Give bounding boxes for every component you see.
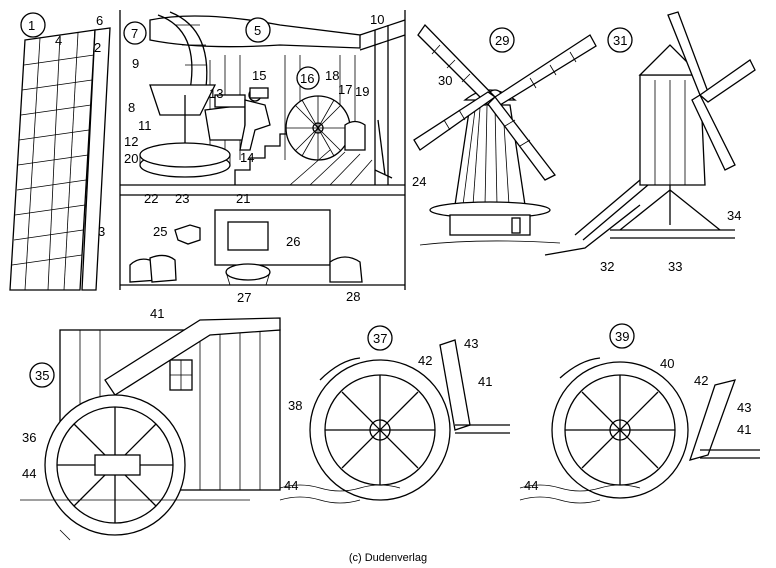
label-41c: 41 (737, 422, 751, 437)
label-42a: 42 (418, 353, 432, 368)
floor-items (344, 119, 393, 179)
label-14: 14 (240, 150, 254, 165)
floor-planks (289, 149, 373, 186)
label-41b: 41 (478, 374, 492, 389)
label-29: 29 (495, 33, 509, 48)
label-circle-16 (296, 66, 320, 90)
label-15: 15 (252, 68, 266, 83)
label-11: 11 (138, 118, 152, 133)
label-6: 6 (96, 13, 103, 28)
label-circle-1 (20, 12, 46, 38)
millstones (139, 142, 231, 178)
label-32: 32 (600, 259, 614, 274)
label-24: 24 (412, 174, 426, 189)
label-23: 23 (175, 191, 189, 206)
label-28: 28 (346, 289, 360, 304)
label-35: 35 (35, 368, 49, 383)
label-18: 18 (325, 68, 339, 83)
label-circle-37 (367, 325, 393, 351)
label-7: 7 (131, 26, 138, 41)
miller-figure (239, 87, 271, 151)
panel-tower-windmill: 29 30 (413, 23, 597, 246)
panel-mill-interior: 1 7 5 16 6 4 2 3 9 10 8 11 12 13 15 18 1… (9, 10, 426, 305)
label-circle-5 (245, 17, 271, 43)
label-12: 12 (124, 134, 138, 149)
panel-wheel-39: 39 40 42 43 41 44 (519, 323, 760, 504)
label-21: 21 (236, 191, 250, 206)
ground-floor (120, 209, 405, 286)
label-44a: 44 (22, 466, 36, 481)
label-circle-29 (489, 27, 515, 53)
label-36: 36 (22, 430, 36, 445)
post-mill-sails (667, 11, 756, 171)
hopper-assembly (149, 84, 246, 150)
label-41a: 41 (150, 306, 164, 321)
label-1: 1 (28, 18, 35, 33)
bolting-drum (285, 95, 351, 161)
label-20: 20 (124, 151, 138, 166)
label-27: 27 (237, 290, 251, 305)
label-26: 26 (286, 234, 300, 249)
label-10: 10 (370, 12, 384, 27)
label-19: 19 (355, 84, 369, 99)
brake-wheel (157, 11, 208, 96)
label-13: 13 (209, 86, 223, 101)
tower-mill-sails (413, 23, 597, 181)
label-30: 30 (438, 73, 452, 88)
label-31: 31 (613, 33, 627, 48)
label-43a: 43 (464, 336, 478, 351)
label-33: 33 (668, 259, 682, 274)
label-5: 5 (254, 23, 261, 38)
copyright-credit: (c) Dudenverlag (348, 552, 428, 564)
label-2: 2 (94, 40, 101, 55)
label-16: 16 (300, 71, 314, 86)
label-17: 17 (338, 82, 352, 97)
label-37: 37 (373, 331, 387, 346)
label-circle-39 (609, 323, 635, 349)
label-circle-31 (607, 27, 633, 53)
label-39: 39 (615, 329, 629, 344)
label-4: 4 (55, 33, 62, 48)
label-42b: 42 (694, 373, 708, 388)
label-38: 38 (288, 398, 302, 413)
label-8: 8 (128, 100, 135, 115)
label-circle-7 (123, 21, 147, 45)
stairs (234, 133, 295, 185)
label-34: 34 (727, 208, 741, 223)
label-22: 22 (144, 191, 158, 206)
panel-post-mill: 31 34 32 33 (544, 11, 756, 274)
panel-watermill-exterior: 35 41 36 44 (20, 306, 281, 541)
label-3: 3 (98, 224, 105, 239)
label-9: 9 (132, 56, 139, 71)
label-43b: 43 (737, 400, 751, 415)
label-44c: 44 (524, 478, 538, 493)
label-40: 40 (660, 356, 674, 371)
label-44b: 44 (284, 478, 298, 493)
label-25: 25 (153, 224, 167, 239)
label-circle-35 (29, 362, 55, 388)
sail-lattice (9, 27, 111, 291)
panel-wheel-37: 37 38 42 43 41 44 (279, 325, 510, 504)
